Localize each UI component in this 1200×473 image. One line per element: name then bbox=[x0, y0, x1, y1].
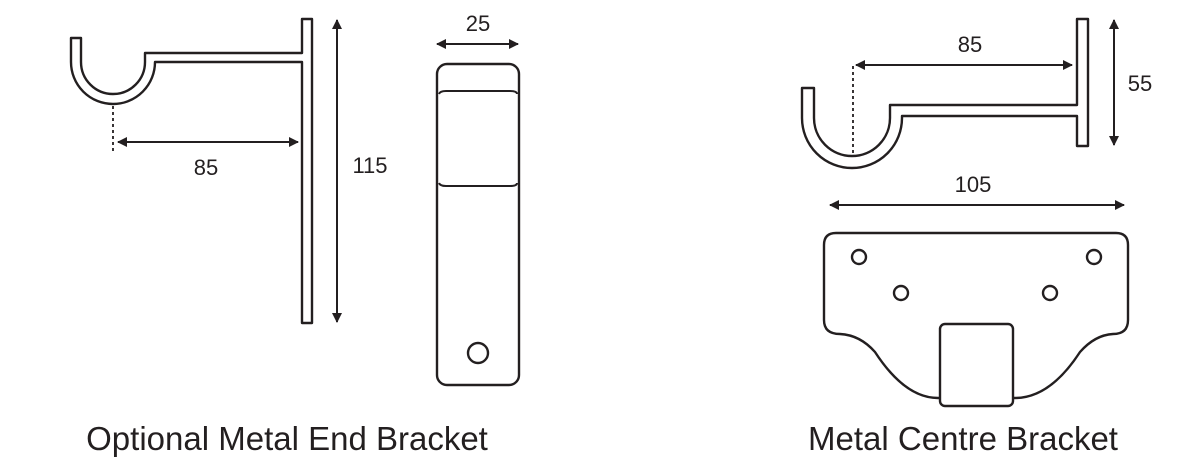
centre-bracket-plate bbox=[822, 231, 1130, 400]
end-bracket-side-view: 85 115 bbox=[69, 17, 388, 325]
screw-hole bbox=[466, 341, 490, 365]
centre-bracket-plate-view: 105 bbox=[822, 172, 1130, 408]
end-bracket-profile bbox=[69, 17, 314, 325]
projection-label: 85 bbox=[958, 32, 982, 57]
screw-hole bbox=[1041, 284, 1059, 302]
centre-bracket-title: Metal Centre Bracket bbox=[808, 420, 1118, 457]
projection-label: 85 bbox=[194, 155, 218, 180]
screw-hole bbox=[1085, 248, 1103, 266]
end-bracket-plate bbox=[435, 62, 521, 387]
end-bracket-front-view: 25 bbox=[435, 11, 521, 387]
screw-hole bbox=[850, 248, 868, 266]
arm-mount-tab bbox=[938, 322, 1015, 408]
screw-hole bbox=[892, 284, 910, 302]
centre-bracket-profile bbox=[800, 17, 1090, 170]
panel-bottom-edge bbox=[438, 182, 518, 187]
end-bracket-title: Optional Metal End Bracket bbox=[86, 420, 488, 457]
width-label: 25 bbox=[466, 11, 490, 36]
panel-top-edge bbox=[438, 90, 518, 95]
height-label: 55 bbox=[1128, 71, 1152, 96]
width-label: 105 bbox=[955, 172, 992, 197]
height-label: 115 bbox=[352, 153, 387, 178]
centre-bracket-side-view: 85 55 bbox=[800, 17, 1152, 170]
